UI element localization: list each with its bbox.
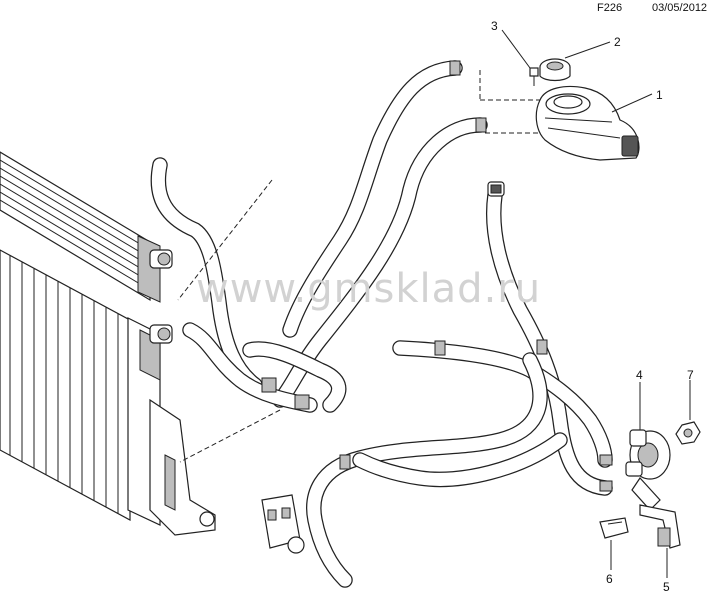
- callout-3: 3: [491, 19, 498, 33]
- engine-connector-block: [261, 494, 305, 554]
- callout-labels: 1 2 3 4 5 6 7: [491, 19, 694, 594]
- tank-cap: [539, 58, 571, 82]
- callout-4: 4: [636, 368, 643, 382]
- nut: [675, 421, 701, 445]
- radiator-illustration: [0, 151, 216, 536]
- hose-clamps: [261, 60, 613, 492]
- clip: [599, 517, 629, 539]
- auxiliary-water-pump: [625, 429, 671, 511]
- callout-leaders: [501, 29, 691, 578]
- callout-6: 6: [606, 572, 613, 586]
- diagram-date: 03/05/2012: [652, 2, 708, 14]
- callout-5: 5: [663, 580, 670, 594]
- callout-2: 2: [614, 35, 621, 49]
- bolt: [529, 67, 539, 86]
- radiator-fittings: [149, 249, 173, 344]
- dashed-connector-lines: [177, 70, 540, 463]
- callout-1: 1: [656, 88, 663, 102]
- expansion-tank: [535, 85, 640, 161]
- hose-fitting-top-right: [487, 181, 505, 197]
- diagram-code: F226: [597, 2, 623, 14]
- coolant-hoses: [150, 60, 613, 588]
- callout-7: 7: [687, 368, 694, 382]
- pump-bracket: [639, 504, 681, 549]
- watermark: www.gmsklad.ru: [196, 266, 542, 312]
